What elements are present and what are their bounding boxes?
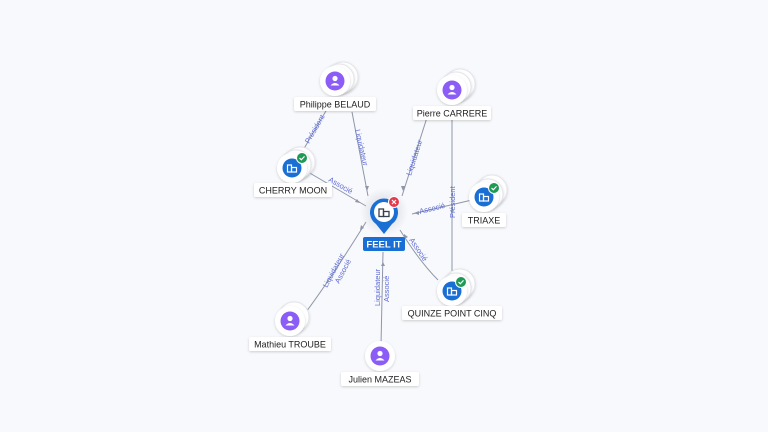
edge-label-julien-center-1: Liquidateur [373, 268, 382, 306]
active-check-badge [455, 276, 467, 288]
edge-label-pierre-center: Liquidateur [404, 138, 424, 177]
center-label: FEEL IT [366, 240, 401, 251]
edge-label-pierre-quinze: Président [448, 185, 457, 218]
node-label-pierre: Pierre CARRERE [417, 109, 488, 119]
edge-mathieu-center [305, 221, 367, 313]
edges [301, 103, 473, 346]
edge-label-triaxe-center: Associé [418, 201, 446, 216]
edge-quinze-center [399, 229, 439, 281]
active-check-badge [296, 152, 308, 164]
closed-x-badge [388, 196, 400, 208]
node-cherry-moon[interactable]: CHERRY MOON [254, 146, 332, 197]
arrow-cherry-center [355, 199, 360, 203]
edge-label-quinze-center: Associé [407, 236, 429, 263]
arrow-mathieu-center [360, 225, 364, 230]
node-center-feel-it[interactable]: FEEL IT [360, 188, 408, 251]
active-check-badge [488, 182, 500, 194]
building-icon [282, 158, 302, 178]
arrow-pierre-quinze [450, 210, 454, 214]
edge-label-julien-center-2: Associé [382, 276, 391, 302]
arrow-quinze-center [404, 234, 408, 239]
person-icon [370, 346, 390, 366]
edge-label-philippe-cherry: Président [303, 112, 327, 145]
node-label-cherry: CHERRY MOON [259, 186, 327, 196]
edge-pierre-center [401, 107, 431, 197]
node-julien-mazeas[interactable]: Julien MAZEAS [341, 341, 419, 386]
arrow-philippe-center [365, 186, 369, 191]
building-icon [474, 187, 494, 207]
arrow-triaxe-center [414, 211, 419, 215]
node-label-triaxe: TRIAXE [468, 216, 501, 226]
node-label-quinze: QUINZE POINT CINQ [408, 309, 497, 319]
edge-julien-center [380, 251, 384, 346]
person-icon [442, 80, 462, 100]
person-icon [280, 311, 300, 331]
node-pierre-carrere[interactable]: Pierre CARRERE [413, 68, 491, 120]
node-mathieu-troube[interactable]: Mathieu TROUBE [249, 301, 331, 351]
node-label-philippe: Philippe BELAUD [300, 100, 371, 110]
edge-philippe-center [351, 111, 369, 197]
node-quinze-point-cinq[interactable]: QUINZE POINT CINQ [402, 268, 502, 320]
node-triaxe[interactable]: TRIAXE [462, 174, 508, 227]
building-icon [442, 281, 462, 301]
edge-triaxe-center [411, 199, 473, 215]
arrow-pierre-center [401, 186, 405, 191]
building-icon [378, 208, 390, 218]
node-philippe-belaud[interactable]: Philippe BELAUD [294, 61, 376, 111]
edge-arrows [355, 186, 454, 266]
node-label-mathieu: Mathieu TROUBE [254, 340, 326, 350]
person-icon [325, 71, 345, 91]
edge-philippe-cherry [301, 103, 331, 153]
arrow-julien-center [381, 262, 385, 266]
node-label-julien: Julien MAZEAS [348, 375, 411, 385]
edge-label-philippe-center: Liquidateur [353, 128, 370, 167]
